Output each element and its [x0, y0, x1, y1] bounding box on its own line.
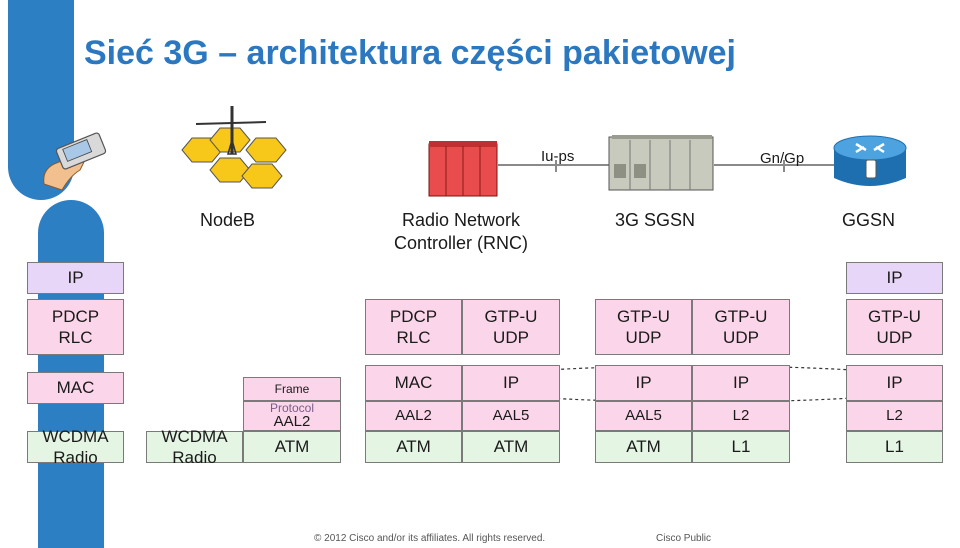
sgsn-label: 3G SGSN — [615, 210, 696, 230]
rnc-aal5-cell: AAL5 — [462, 401, 560, 431]
sgsn-aal5-cell: AAL5 — [595, 401, 692, 431]
rnc-mac-cell: MAC — [365, 365, 462, 401]
ggsn-ip-top-cell: IP — [846, 262, 943, 294]
gn-gp-label: Gn/Gp — [760, 150, 805, 167]
iu-ps-label: Iu-ps — [541, 148, 575, 165]
sgsn-cabinet-icon — [608, 135, 714, 191]
rnc-atm-right-cell: ATM — [462, 431, 560, 463]
ggsn-l2-cell: L2 — [846, 401, 943, 431]
rnc-aal2-cell: AAL2 — [365, 401, 462, 431]
page-title: Sieć 3G – architektura części pakietowej — [84, 34, 736, 72]
sgsn-l2-cell: L2 — [692, 401, 790, 431]
ue-ip-cell: IP — [27, 262, 124, 294]
handset-icon — [43, 132, 107, 191]
phone-icon — [865, 159, 877, 179]
footer-classification: Cisco Public — [656, 533, 712, 544]
rnc-ip-cell: IP — [462, 365, 560, 401]
sgsn-atm-cell: ATM — [595, 431, 692, 463]
nodeb-cells-icon — [181, 106, 287, 189]
sgsn-l1-cell: L1 — [692, 431, 790, 463]
nodeb-label: NodeB — [200, 210, 256, 230]
nodeb-atm-cell: ATM — [243, 431, 341, 463]
rnc-rack-icon — [428, 141, 498, 197]
ggsn-router-icon — [833, 135, 907, 186]
nodeb-frame-protocol-cell: Frame — [243, 377, 341, 401]
ggsn-label: GGSN — [842, 210, 896, 230]
ue-mac-cell: MAC — [27, 372, 124, 404]
footer-copyright: © 2012 Cisco and/or its affiliates. All … — [314, 533, 546, 544]
ggsn-ip-cell: IP — [846, 365, 943, 401]
rnc-atm-left-cell: ATM — [365, 431, 462, 463]
sgsn-ip-left-cell: IP — [595, 365, 692, 401]
ggsn-l1-cell: L1 — [846, 431, 943, 463]
sgsn-ip-right-cell: IP — [692, 365, 790, 401]
